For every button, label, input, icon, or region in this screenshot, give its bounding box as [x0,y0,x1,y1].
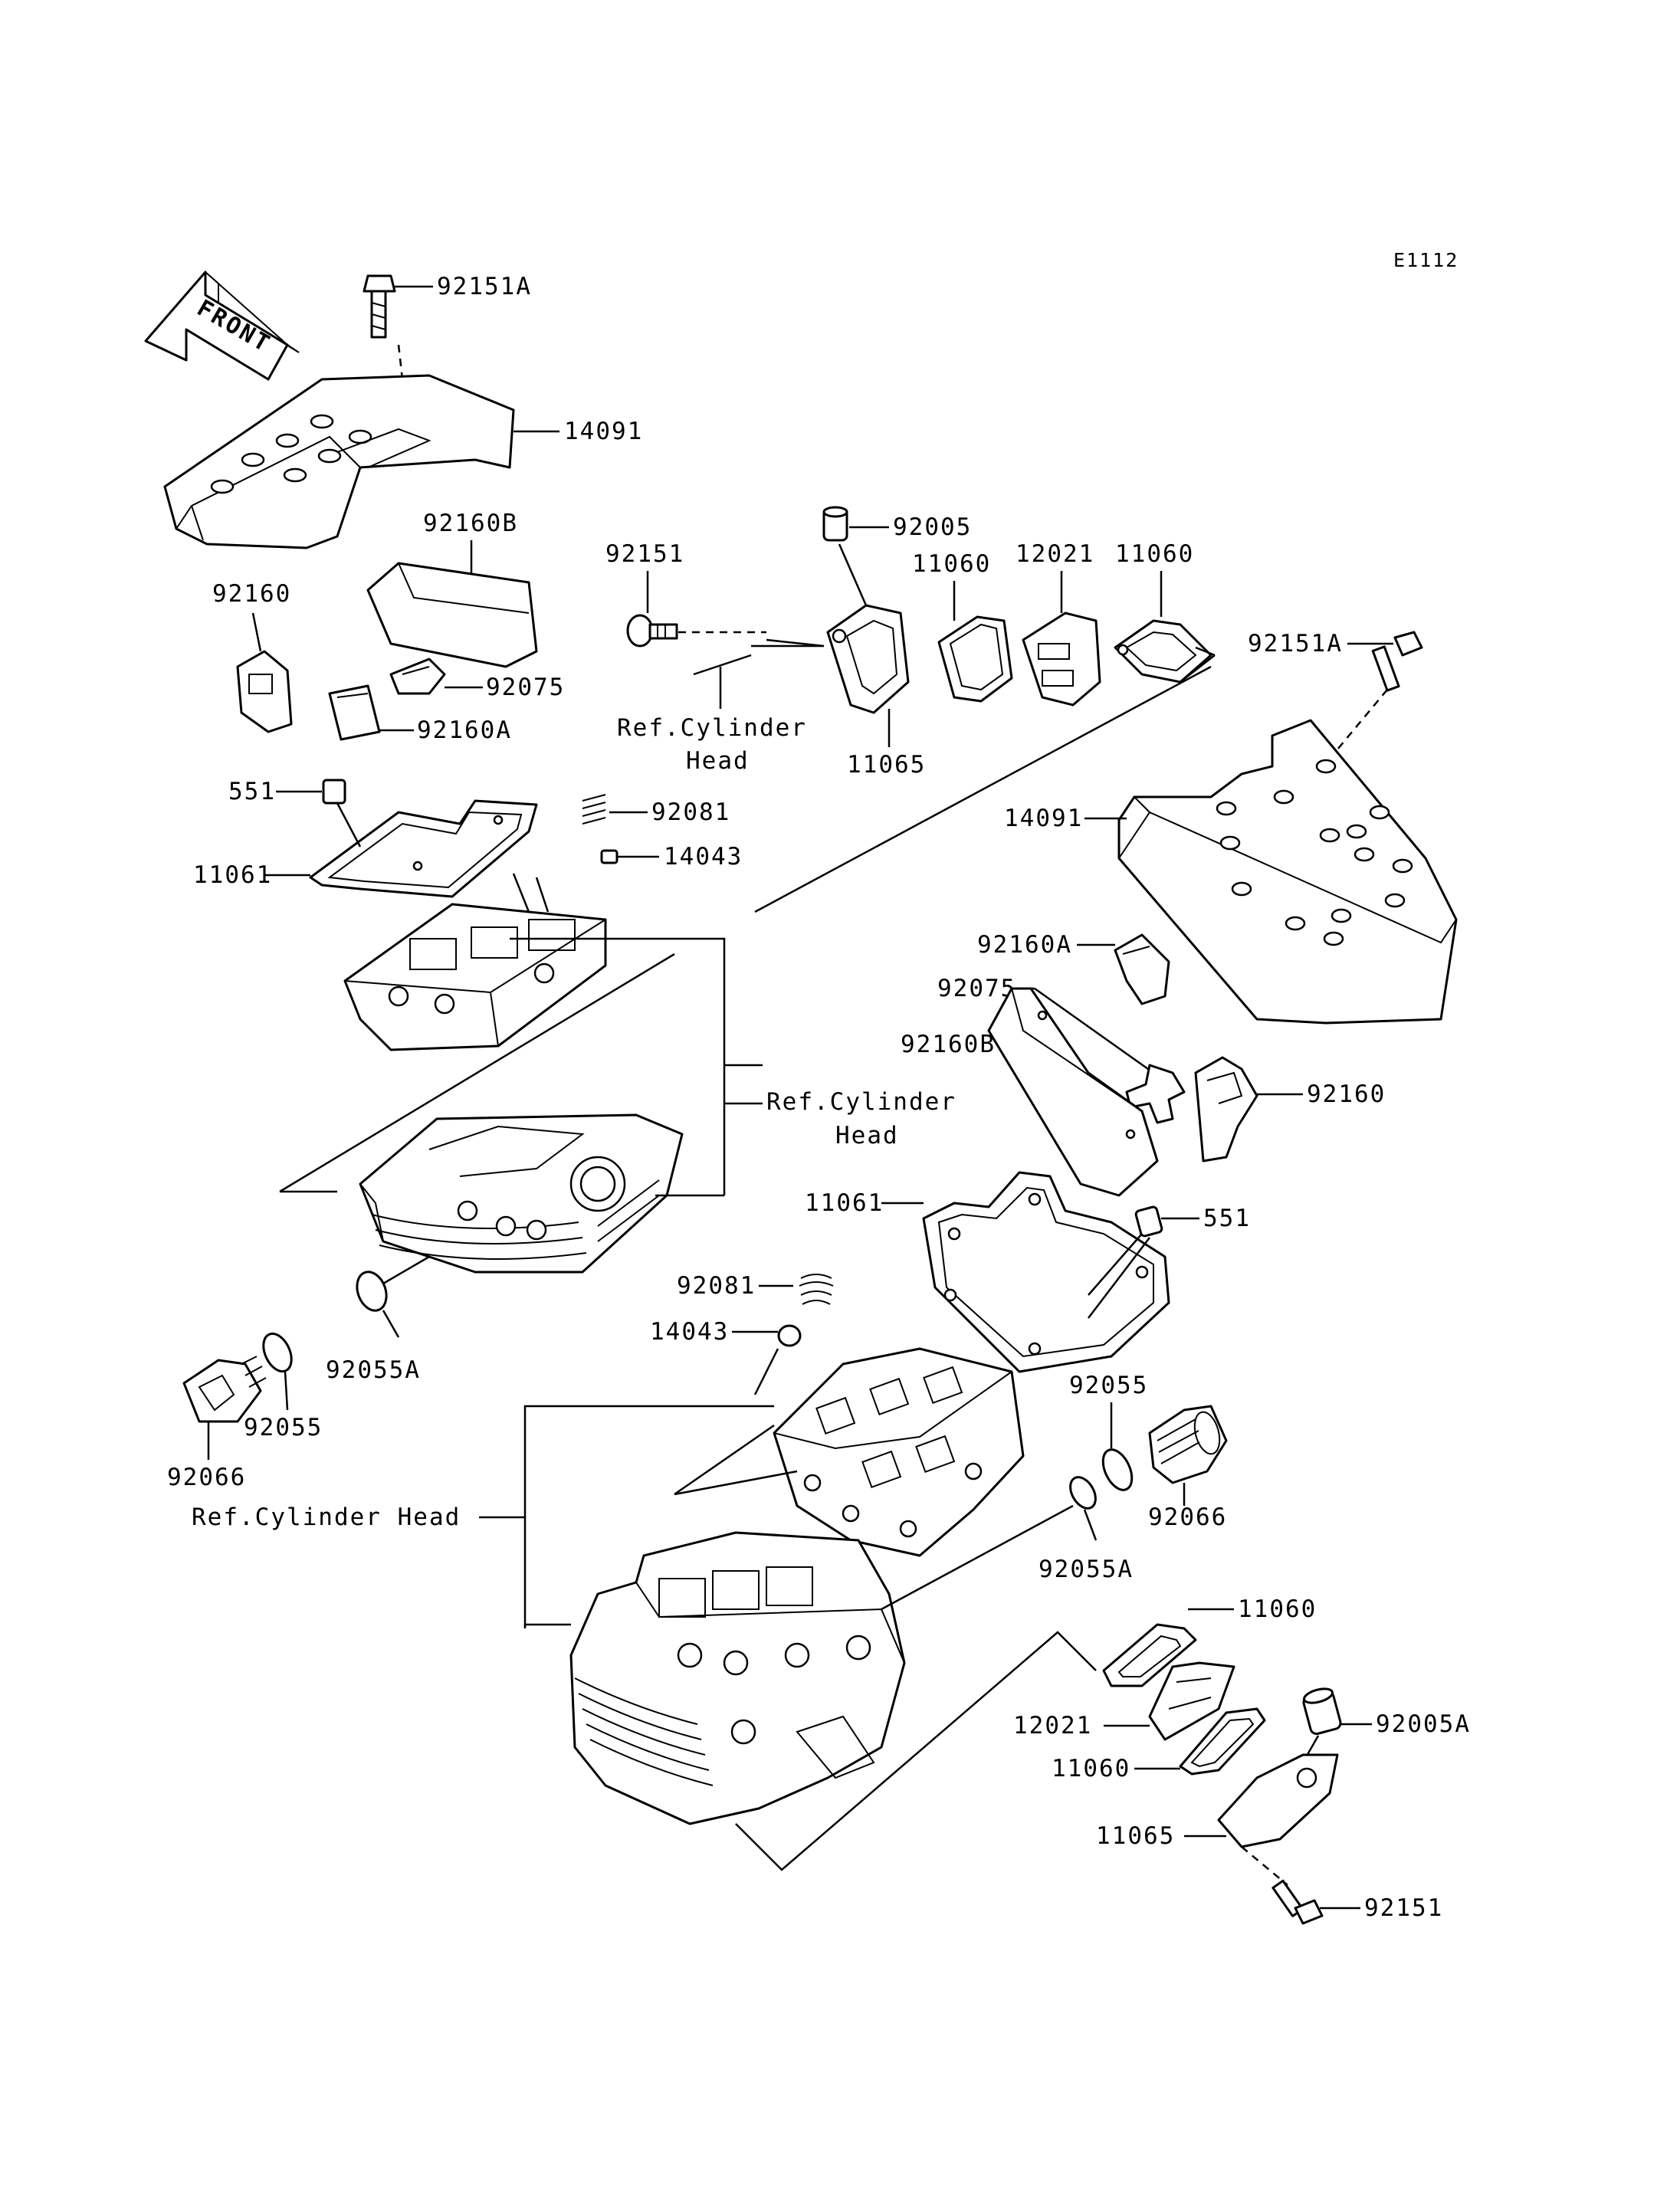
label-92075-right: 92075 [937,975,1016,1002]
damper-92160A-right [1114,933,1170,1005]
diagram-code: E1112 [1393,249,1459,271]
ref-cylinder-head-2a: Ref.Cylinder [766,1088,956,1116]
label-92066-right: 92066 [1148,1503,1227,1531]
label-92151A-right: 92151A [1248,630,1343,657]
gasket-11061-right [922,1171,1170,1373]
label-92081-mid: 92081 [677,1272,756,1300]
plug-14043-top [600,849,619,864]
label-92055A-left: 92055A [326,1356,421,1384]
cover-11065-bottom [1217,1753,1339,1848]
label-551-right: 551 [1203,1205,1251,1232]
label-11065-bottom: 11065 [1096,1822,1175,1850]
plug-14043-mid [777,1324,802,1347]
label-12021-top: 12021 [1016,540,1094,568]
label-14043-top: 14043 [664,843,743,871]
cap-92005-top [822,506,848,542]
label-92066-left: 92066 [167,1464,246,1491]
cover-14091-top [163,374,515,549]
cover-11065-top [826,604,910,714]
label-92055A-right: 92055A [1039,1556,1134,1583]
label-92160A-top: 92160A [417,716,512,744]
label-14091-top: 14091 [564,418,643,445]
bolt-92151-bottom [1271,1879,1324,1925]
label-92160-top: 92160 [212,580,291,608]
oring-92055-right [1101,1448,1134,1491]
gasket-11060-top-b [1114,619,1212,684]
ref-cylinder-head-3: Ref.Cylinder Head [192,1503,461,1531]
label-92005-top: 92005 [893,513,972,541]
ref-cylinder-head-2b: Head [835,1122,899,1149]
label-92005A-bottom: 92005A [1376,1710,1471,1738]
label-92160-right: 92160 [1307,1080,1386,1108]
adapter-92066-right [1148,1405,1228,1484]
label-92055-right: 92055 [1069,1372,1148,1399]
cover-14091-right [1117,719,1458,1025]
ref-cylinder-head-1a: Ref.Cylinder [617,714,807,742]
label-14043-mid: 14043 [650,1318,729,1346]
damper-92075-top [389,657,446,695]
ref-cylinder-head-1b: Head [686,747,750,775]
label-551-top: 551 [228,778,276,805]
cylinder-head-right [569,1531,906,1825]
label-11065-top: 11065 [847,751,926,779]
label-92160A-right: 92160A [977,931,1072,959]
damper-92160A-top [328,684,381,741]
label-11060-top-b: 11060 [1115,540,1194,568]
oring-92055A-left [356,1271,388,1312]
bolt-92151-top [626,614,678,648]
label-11060-top-a: 11060 [912,550,991,578]
gasket-11061-top [309,799,538,898]
bracket-92160B-right [987,987,1159,1197]
adapter-92066-left [182,1356,267,1423]
bolt-92151A-top [363,274,396,339]
gasket-11060-bottom-b [1179,1707,1266,1776]
label-14091-right: 14091 [1004,805,1083,832]
reed-valve-12021-bottom [1148,1661,1235,1741]
rocker-cover-right [773,1347,1025,1557]
label-12021-bottom: 12021 [1013,1712,1092,1740]
oring-92055A-right [1069,1476,1097,1510]
label-11060-bottom-b: 11060 [1052,1755,1130,1782]
label-92081-top: 92081 [651,798,730,826]
label-92151A-top: 92151A [437,273,532,300]
dowel-551-top [322,779,346,805]
label-92160B-top: 92160B [423,510,518,537]
oring-92055-left [262,1332,293,1373]
damper-92160-top [236,650,293,733]
cap-92005A-bottom [1302,1687,1342,1736]
label-92160B-right: 92160B [901,1031,996,1058]
label-92075-top: 92075 [486,674,565,701]
cylinder-head-left [359,1113,684,1274]
label-11061-right: 11061 [805,1189,884,1217]
bolt-92151A-right [1371,631,1423,692]
gasket-11060-bottom-a [1102,1623,1197,1687]
front-arrow-icon: FRONT [144,271,300,381]
bracket-92160B-top [366,562,538,668]
label-11060-bottom-a: 11060 [1238,1595,1317,1623]
spring-92081-top [582,794,606,825]
reed-valve-12021-top [1022,612,1101,707]
label-92151-bottom: 92151 [1364,1894,1443,1922]
damper-92160-right [1194,1056,1258,1162]
label-11061-top: 11061 [193,861,272,889]
label-92151-top: 92151 [605,540,684,568]
spring-92081-mid [799,1274,834,1305]
gasket-11060-top-a [937,615,1013,703]
rocker-cover-left [343,903,607,1051]
label-92055-left: 92055 [244,1414,323,1441]
dowel-551-right [1134,1205,1163,1238]
damper-92075-right [1125,1064,1186,1124]
